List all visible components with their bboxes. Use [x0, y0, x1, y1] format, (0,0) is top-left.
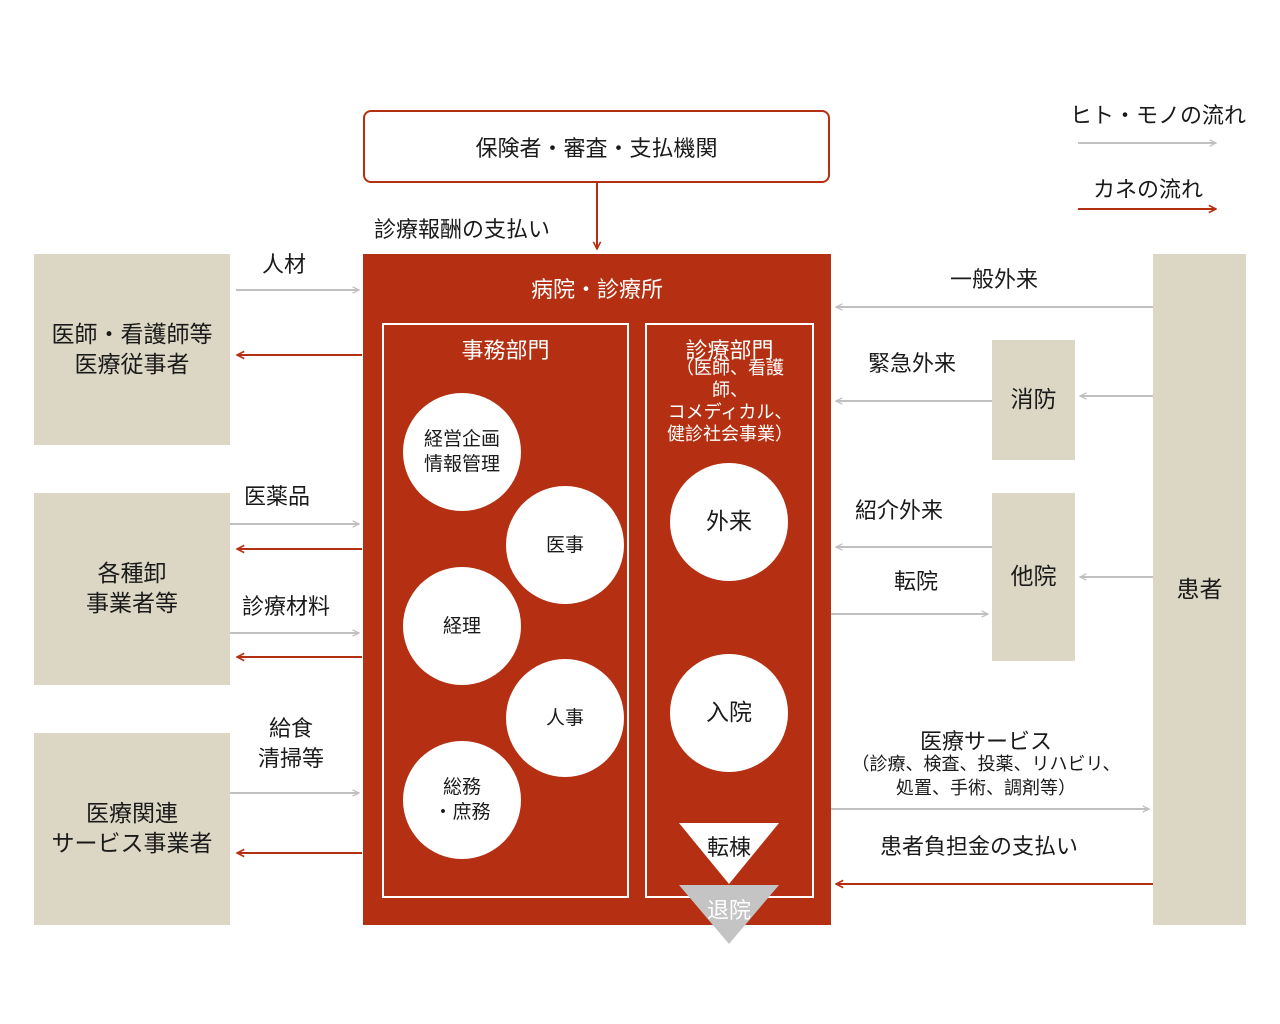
- patient-box: 患者: [1153, 254, 1246, 925]
- unit-general-affairs-circle: 総務 ・庶務: [403, 741, 521, 859]
- inpatient-circle: 入院: [670, 654, 788, 772]
- discharge-label: 退院: [706, 899, 751, 924]
- flow-label-catering: 給食 清掃等: [257, 717, 324, 772]
- admin-panel: [382, 323, 629, 898]
- other-hospital-label: 他院: [1010, 564, 1057, 590]
- other-hospital-box: 他院: [992, 493, 1075, 661]
- admin-title: 事務部門: [461, 339, 550, 364]
- clinical-members: （医師、看護 師、 コメディカル、 健診社会事業）: [667, 358, 793, 445]
- medical-staff-label: 医師・看護師等 医療従事者: [51, 321, 213, 378]
- flow-label-emergency-outpatient: 緊急外来: [868, 352, 957, 377]
- flow-label-general-outpatient: 一般外来: [950, 268, 1039, 293]
- flow-label-transfer: 転院: [894, 570, 939, 595]
- flow-label-copay: 患者負担金の支払い: [880, 835, 1079, 860]
- medical-staff-box: 医師・看護師等 医療従事者: [34, 254, 230, 445]
- service-provider-label: 医療関連 サービス事業者: [51, 801, 213, 857]
- ward-transfer-triangle: [679, 823, 779, 884]
- flow-label-referral-outpatient: 紹介外来: [855, 499, 944, 524]
- unit-medical-affairs-circle: 医事: [506, 486, 624, 604]
- flow-label-drugs: 医薬品: [244, 485, 311, 510]
- service-title: 医療サービス: [919, 730, 1052, 755]
- clinical-title: 診療部門: [685, 339, 774, 364]
- outpatient-circle: 外来: [670, 463, 788, 581]
- ward-transfer-label: 転棟: [706, 836, 751, 861]
- patient-label: 患者: [1176, 576, 1223, 603]
- fire-dept-label: 消防: [1010, 387, 1057, 413]
- service-detail: （診療、検査、投薬、リハビリ、 処置、手術、調剤等）: [851, 754, 1121, 799]
- fire-dept-box: 消防: [992, 340, 1075, 460]
- unit-hr-circle: 人事: [506, 659, 624, 777]
- wholesaler-label: 各種卸 事業者等: [86, 561, 178, 617]
- unit-accounting-circle: 経理: [403, 567, 521, 685]
- flow-label-personnel: 人材: [262, 253, 307, 278]
- insurer-box: 保険者・審査・支払機関: [363, 110, 830, 183]
- wholesaler-box: 各種卸 事業者等: [34, 493, 230, 685]
- unit-planning-circle: 経営企画 情報管理: [403, 393, 521, 511]
- flow-label-materials: 診療材料: [242, 595, 331, 620]
- insurer-payment-label: 診療報酬の支払い: [374, 218, 551, 243]
- service-provider-box: 医療関連 サービス事業者: [34, 733, 230, 925]
- discharge-triangle: [679, 885, 779, 944]
- legend-money-label: カネの流れ: [1093, 178, 1204, 203]
- insurer-label: 保険者・審査・支払機関: [475, 136, 718, 162]
- legend-people-goods-label: ヒト・モノの流れ: [1070, 104, 1247, 129]
- hospital-title: 病院・診療所: [530, 278, 663, 303]
